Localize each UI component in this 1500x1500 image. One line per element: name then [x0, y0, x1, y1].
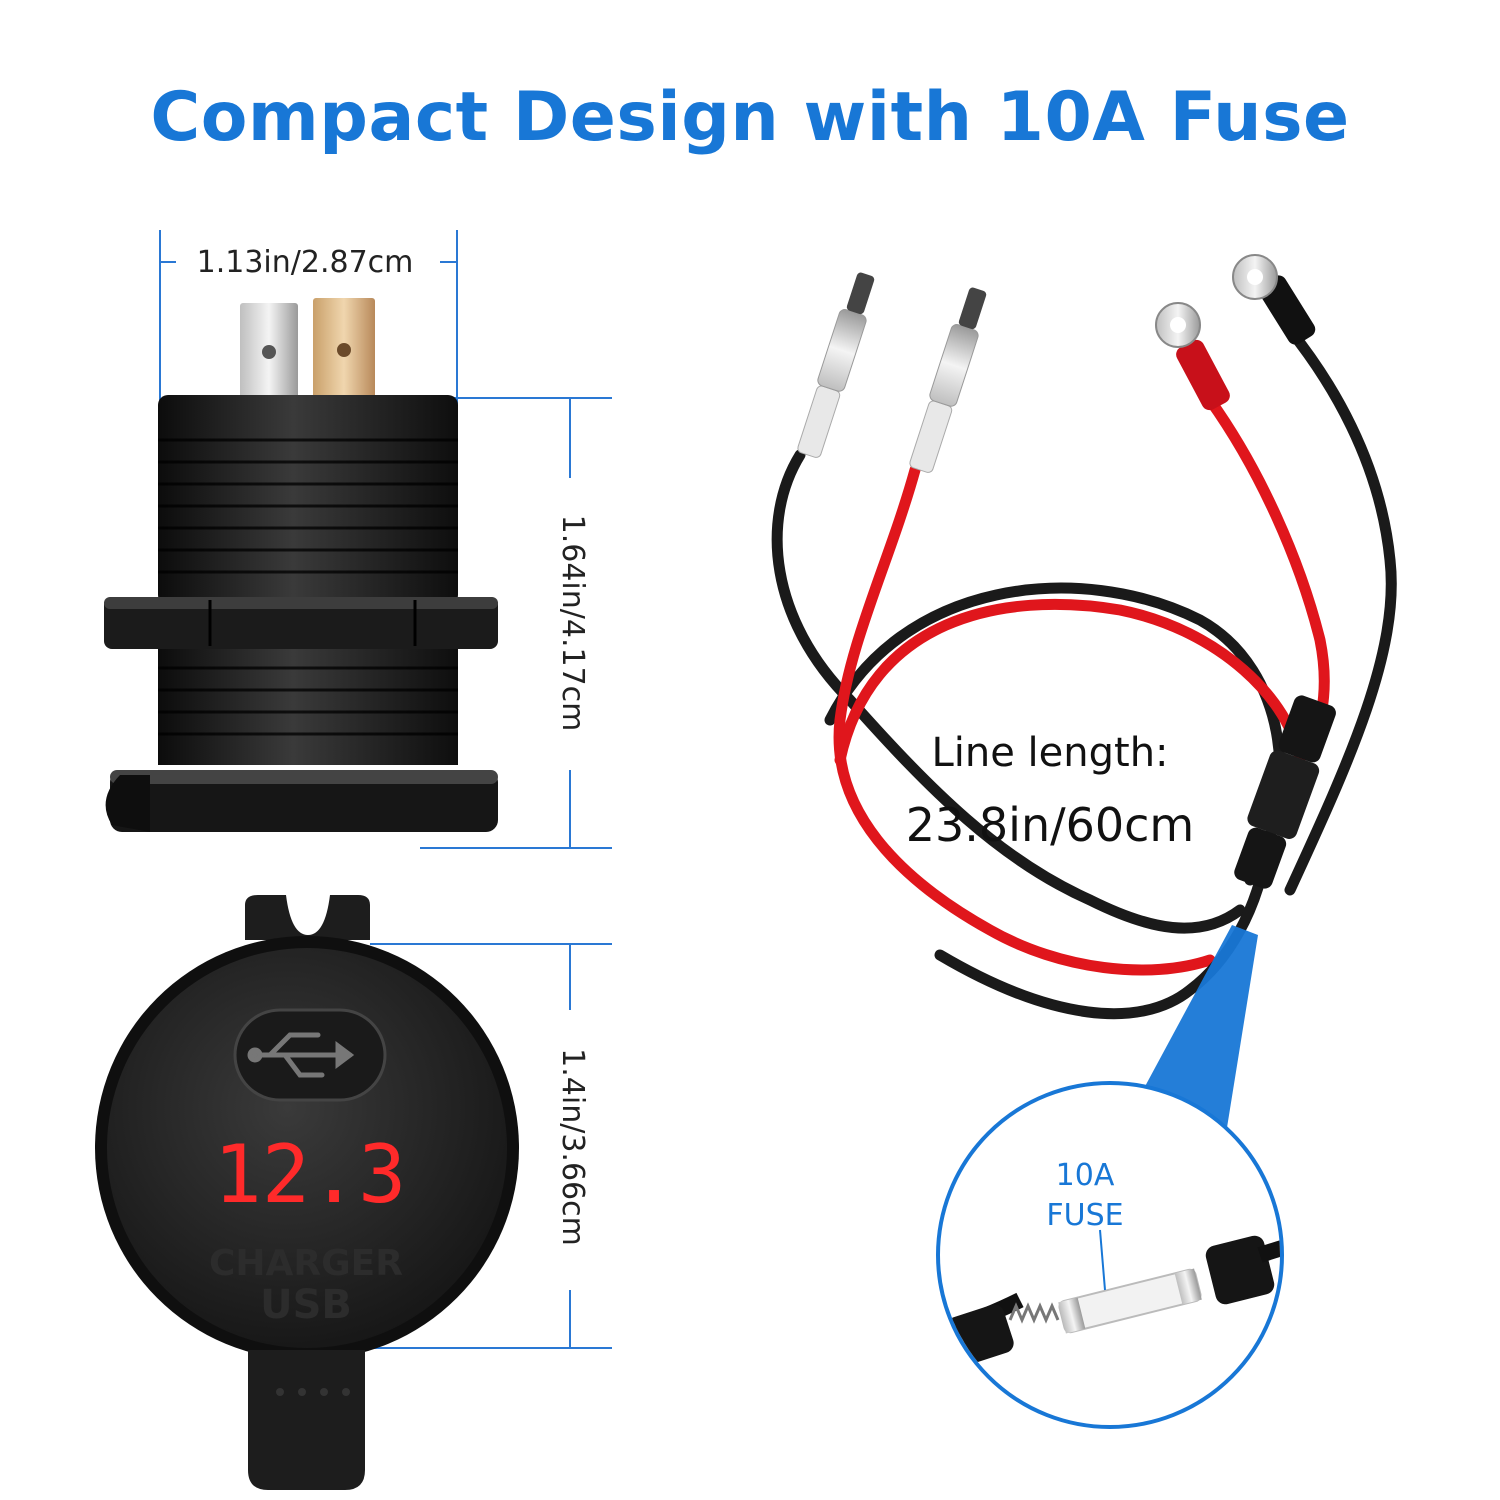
line-length-label: Line length:	[931, 730, 1169, 776]
inline-fuse-holder	[1234, 695, 1336, 889]
dust-cap	[248, 1350, 365, 1490]
line-length-value: 23.8in/60cm	[905, 798, 1195, 852]
ring-terminal-red	[1155, 302, 1230, 411]
fuse-label-text: FUSE	[1046, 1198, 1124, 1233]
face-height-dimension-label: 1.4in/3.66cm	[555, 1048, 590, 1246]
usb-symbol-icon	[247, 1032, 355, 1078]
spade-connector-black	[797, 272, 875, 458]
dimension-lines	[159, 230, 612, 1349]
width-dimension-label: 1.13in/2.87cm	[197, 245, 414, 280]
page-title: Compact Design with 10A Fuse	[150, 78, 1350, 157]
charger-label: CHARGER	[209, 1243, 403, 1284]
callout-pointer	[1142, 925, 1258, 1140]
voltage-display: 12.3	[214, 1128, 407, 1221]
wire-harness	[771, 324, 1397, 1020]
fuse-label-amps: 10A	[1055, 1158, 1115, 1193]
socket-front-view: 12.3 CHARGER USB	[95, 895, 519, 1490]
body-height-dimension-label: 1.64in/4.17cm	[555, 515, 590, 732]
socket-side-view	[104, 298, 498, 832]
spade-connector-red	[909, 287, 987, 473]
usb-label: USB	[260, 1282, 352, 1328]
ring-terminal-black	[1232, 254, 1316, 345]
fuse-magnifier	[936, 1081, 1284, 1429]
